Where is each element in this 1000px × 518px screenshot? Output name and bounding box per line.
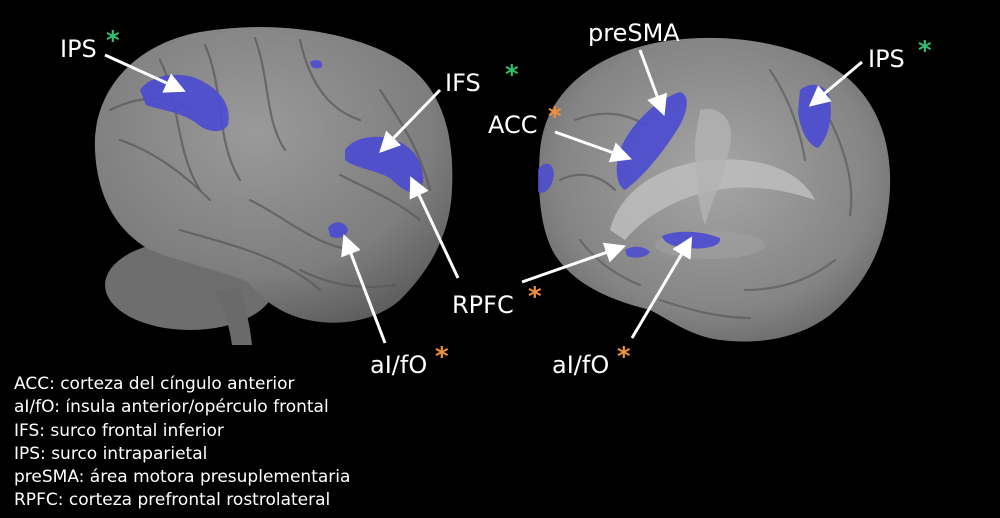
star-aifo-left: * [435,342,449,372]
label-presma: preSMA [588,19,680,47]
legend-item-acc: ACC: corteza del cíngulo anterior [14,374,295,394]
star-ifs: * [505,60,519,90]
right-rpfc-activation [625,246,650,258]
star-rpfc: * [528,282,542,312]
legend-item-rpfc: RPFC: corteza prefrontal rostrolateral [14,490,331,511]
legend-item-ifs: IFS: surco frontal inferior [14,420,224,441]
legend-item-presma: preSMA: área motora presuplementaria [14,467,351,488]
label-aifo-left: aI/fO [370,351,428,379]
label-aifo-right: aI/fO [552,351,610,379]
right-brain-medial-view [538,37,891,342]
arrow-rpfc-left [409,176,460,279]
right-presma-acc-activation [616,92,687,190]
legend-item-aifo: aI/fO: ínsula anterior/opérculo frontal [14,397,329,418]
label-ips-right: IPS [868,45,905,73]
left-small-activation [310,59,323,69]
label-ifs: IFS [445,69,481,97]
arrow-rpfc-right [521,242,626,284]
legend-item-ips: IPS: surco intraparietal [14,443,208,464]
label-rpfc: RPFC [452,291,514,319]
abbreviation-legend: ACC: corteza del cíngulo anterior aI/fO:… [14,373,350,513]
label-acc: ACC [488,111,538,139]
right-gyri-lines [558,68,853,320]
pointer-arrows [104,49,863,344]
arrow-acc [554,130,632,163]
star-aifo-right: * [617,342,631,372]
arrow-presma [638,49,668,116]
left-ips-activation [140,74,229,132]
left-brainstem [215,288,252,345]
left-aifo-activation [328,222,348,238]
arrow-aifo-right [630,236,693,339]
star-acc: * [548,102,562,132]
star-ips-left: * [106,26,120,56]
arrow-aifo-left [341,234,387,344]
arrow-ips-left [104,53,186,93]
right-frontal-activation [538,163,554,193]
right-corpus-callosum [610,159,815,240]
arrow-ips-right [808,60,863,107]
label-ips-left: IPS [60,35,97,63]
arrow-ifs [379,88,442,154]
star-ips-right: * [918,36,932,66]
left-ifs-activation [345,136,424,193]
right-thalamus-region [695,109,731,225]
